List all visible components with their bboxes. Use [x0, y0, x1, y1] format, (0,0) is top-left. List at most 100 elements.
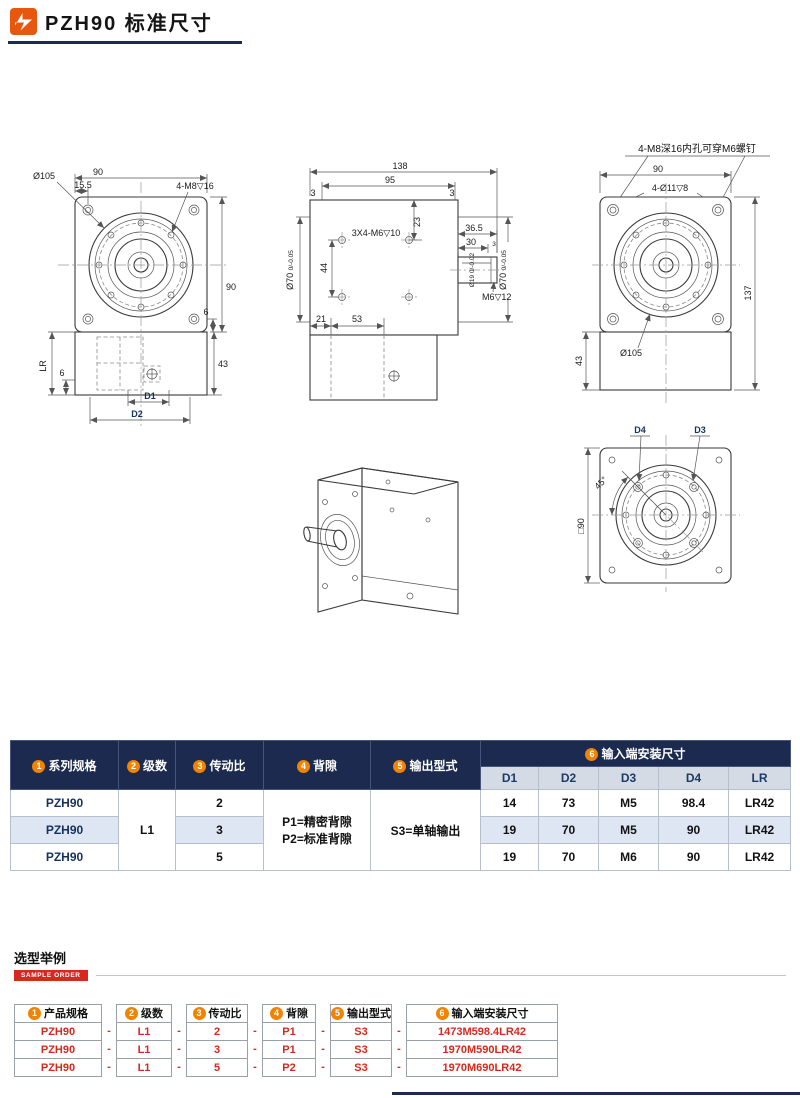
sample-cell: PZH90: [14, 1040, 102, 1059]
rear-dim-width: 90: [653, 164, 663, 174]
spec-cell: 90: [658, 843, 729, 871]
sample-order-title: 选型举例: [14, 951, 67, 966]
dash-separator: -: [107, 1025, 111, 1037]
dash-separator: -: [321, 1025, 325, 1037]
side-dim-boss: Ø70 0/-0.05: [498, 250, 508, 290]
spec-cell: LR42: [728, 789, 791, 817]
dash-separator: -: [321, 1061, 325, 1073]
spec-subheader-lr: LR: [728, 766, 791, 790]
spec-output: S3=单轴输出: [370, 789, 481, 871]
spec-ratio: 5: [175, 843, 264, 871]
side-label-tap: M6▽12: [482, 292, 511, 302]
dash-separator: -: [253, 1061, 257, 1073]
spec-series: PZH90: [10, 789, 119, 817]
rear-label-flange: Ø105: [620, 348, 642, 358]
side-dim-hole-pitch: 44: [319, 263, 329, 273]
sample-cell: 1970M590LR42: [406, 1040, 558, 1059]
dash-separator: -: [107, 1043, 111, 1055]
sample-cell: 1970M690LR42: [406, 1058, 558, 1077]
brand-logo-icon: [10, 8, 37, 35]
spec-backlash-p2: P2=标准背隙: [282, 832, 352, 846]
spec-backlash: P1=精密背隙 P2=标准背隙: [263, 789, 371, 871]
front-dim-6-left: 6: [59, 368, 64, 378]
dash-separator: -: [253, 1043, 257, 1055]
sample-cell: P2: [262, 1058, 316, 1077]
front-label-bolts: 4-M8▽16: [176, 181, 213, 191]
spec-stage: L1: [118, 789, 176, 871]
sample-cell: 3: [186, 1040, 248, 1059]
side-dim-total: 138: [392, 161, 407, 171]
dash-separator: -: [177, 1025, 181, 1037]
spec-row-3: PZH90 5 19 70 M6 90 LR42: [10, 843, 791, 871]
num-5-icon: 5: [331, 1007, 344, 1020]
num-6-icon: 6: [435, 1007, 449, 1020]
side-dim-bore: Ø70 0/-0.05: [285, 250, 295, 290]
gap: [248, 1004, 262, 1023]
side-dim-shaft-tip: 3: [492, 241, 496, 248]
spec-cell: 19: [480, 843, 539, 871]
num-5-icon: 5: [393, 759, 407, 773]
gap: [102, 1004, 116, 1023]
sample-cell: 2: [186, 1022, 248, 1041]
gap: [316, 1004, 330, 1023]
front-dim-6-right: 6: [203, 307, 208, 317]
badge-rule: [95, 975, 786, 976]
num-4-icon: 4: [296, 759, 310, 773]
bottom-label-d3: D3: [694, 425, 706, 435]
side-view: 138 95 3 3 23 36.5 30 3 44 3X4-M6▽10 Ø70…: [285, 161, 513, 401]
sample-cell: S3: [330, 1022, 392, 1041]
title-underline: [8, 41, 242, 44]
technical-drawings: 90 15.5 Ø105 4-M8▽16 90 6 LR 6 43: [0, 130, 800, 690]
side-dim-hole-offset: 23: [412, 217, 422, 227]
spec-cell: M6: [598, 843, 659, 871]
num-2-icon: 2: [125, 1007, 138, 1020]
spec-series: PZH90: [10, 816, 119, 844]
sample-row-1: PZH90 - L1 - 2 - P1 - S3 - 1473M598.4LR4…: [14, 1022, 786, 1041]
spec-series: PZH90: [10, 843, 119, 871]
spec-ratio: 3: [175, 816, 264, 844]
spec-cell: 90: [658, 816, 729, 844]
front-dim-base: 43: [218, 359, 228, 369]
spec-row-1: PZH90 L1 2 P1=精密背隙 P2=标准背隙 S3=单轴输出 14 73…: [10, 789, 791, 871]
rear-note: 4-M8深16内孔可穿M6螺钉: [638, 142, 756, 155]
spec-cell: M5: [598, 789, 659, 817]
sample-cell: S3: [330, 1040, 392, 1059]
side-dim-base-a: 21: [316, 314, 326, 324]
rear-dim-base: 43: [574, 356, 584, 366]
spec-cell: 19: [480, 816, 539, 844]
front-label-flange: Ø105: [33, 171, 55, 181]
iso-view: [303, 467, 459, 615]
sample-cell: L1: [116, 1040, 172, 1059]
spec-subheader-d1: D1: [480, 766, 539, 790]
sample-cell: PZH90: [14, 1058, 102, 1077]
side-dim-body: 95: [385, 175, 395, 185]
dash-separator: -: [177, 1061, 181, 1073]
side-dim-shaft-len2: 30: [466, 237, 476, 247]
gap: [172, 1004, 186, 1023]
spec-row-2: PZH90 3 19 70 M5 90 LR42: [10, 816, 791, 844]
page-header: PZH90 标准尺寸: [10, 7, 213, 36]
front-view: 90 15.5 Ø105 4-M8▽16 90 6 LR 6 43: [33, 167, 236, 428]
side-dim-base-b: 53: [352, 314, 362, 324]
spec-cell: LR42: [728, 816, 791, 844]
rear-label-corner-holes: 4-Ø11▽8: [652, 183, 688, 193]
page-title: PZH90 标准尺寸: [45, 13, 213, 35]
bottom-dim-square: □90: [576, 518, 586, 533]
sample-cell: L1: [116, 1022, 172, 1041]
num-2-icon: 2: [126, 759, 140, 773]
num-1-icon: 1: [28, 1007, 41, 1020]
side-dim-edge-left: 3: [310, 188, 315, 198]
num-1-icon: 1: [32, 759, 46, 773]
dash-separator: -: [321, 1043, 325, 1055]
front-dim-d2: D2: [131, 409, 143, 419]
sample-cell: S3: [330, 1058, 392, 1077]
